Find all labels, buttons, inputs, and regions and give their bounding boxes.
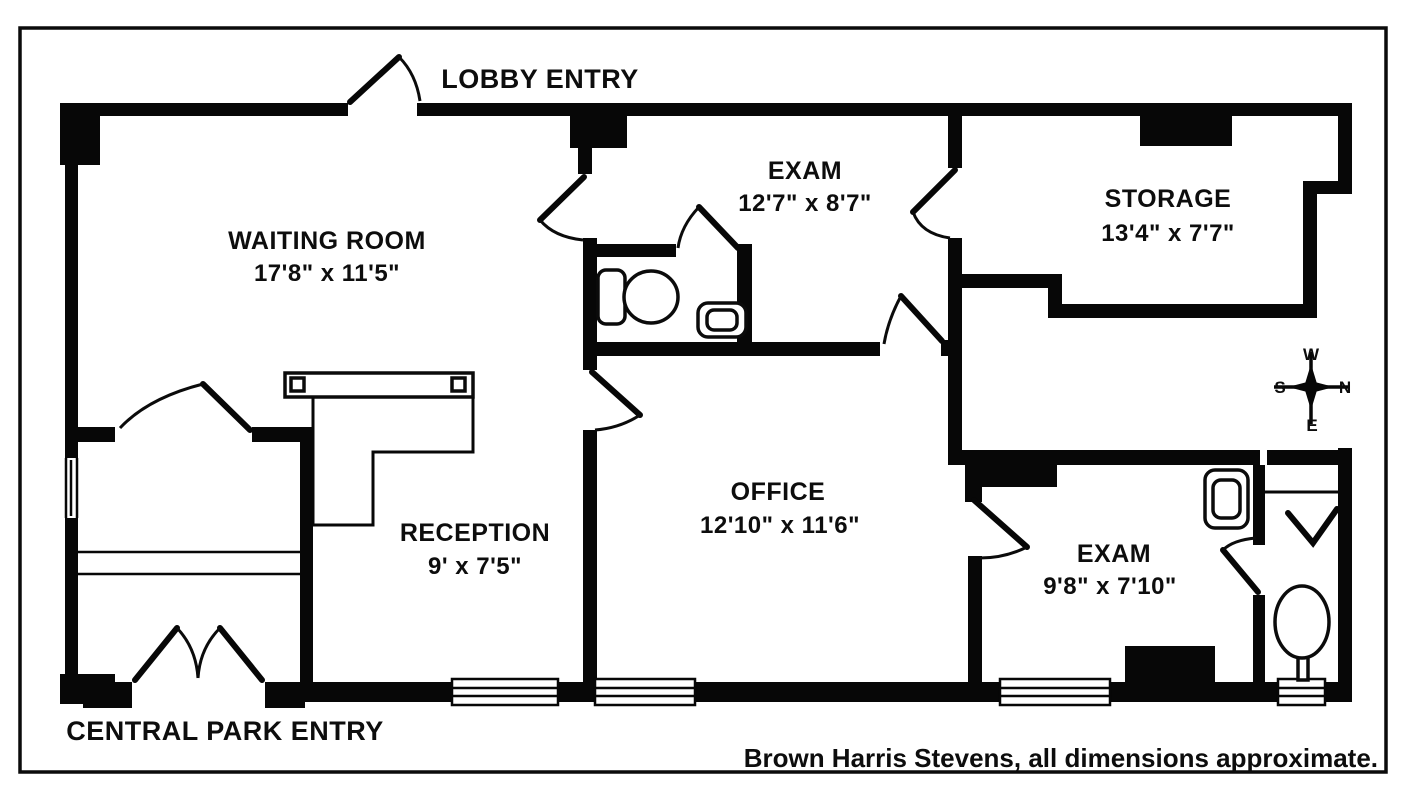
window: [998, 677, 1112, 707]
door-arc: [882, 293, 945, 345]
compass-n: N: [1339, 378, 1351, 397]
window: [64, 458, 79, 518]
reception-desk: [283, 371, 475, 527]
window: [1276, 677, 1327, 707]
vanity-sink-icon: [1203, 468, 1250, 530]
sink-icon: [696, 301, 748, 339]
exterior-walls: [60, 103, 1352, 708]
room-name: EXAM: [768, 157, 842, 185]
room-label-exam-top: EXAM 12'7" x 8'7": [738, 157, 872, 217]
window: [450, 677, 560, 707]
labels: LOBBY ENTRY CENTRAL PARK ENTRY WAITING R…: [66, 64, 1378, 773]
door-arc: [537, 174, 587, 242]
compass-rose: W S N E: [1274, 345, 1351, 435]
room-label-exam-bottom: EXAM 9'8" x 7'10": [1043, 540, 1177, 600]
door-arc: [118, 381, 253, 433]
room-label-waiting: WAITING ROOM 17'8" x 11'5": [228, 227, 426, 287]
room-dims: 17'8" x 11'5": [254, 260, 400, 287]
windows: [64, 458, 1327, 707]
plan-border: [18, 26, 1388, 774]
room-name: RECEPTION: [400, 519, 550, 547]
toilet-icon: [596, 268, 680, 326]
room-dims: 12'7" x 8'7": [738, 190, 872, 217]
lobby-door-arc: [347, 54, 422, 105]
room-name: STORAGE: [1105, 185, 1232, 213]
lobby-entry-label: LOBBY ENTRY: [441, 64, 639, 94]
room-dims: 9'8" x 7'10": [1043, 573, 1177, 600]
room-name: OFFICE: [731, 478, 826, 506]
hook-symbol: [1285, 506, 1340, 548]
door-arc: [1220, 536, 1261, 595]
compass-w: W: [1303, 345, 1320, 364]
interior-walls: [70, 115, 1352, 684]
room-label-storage: STORAGE 13'4" x 7'7": [1101, 185, 1235, 247]
door-arc: [589, 369, 643, 432]
room-dims: 12'10" x 11'6": [700, 512, 860, 539]
door-arc: [676, 204, 741, 251]
room-name: WAITING ROOM: [228, 227, 426, 255]
fixtures: [78, 268, 1340, 682]
pedestal-sink-icon: [1273, 584, 1331, 682]
room-name: EXAM: [1077, 540, 1151, 568]
room-dims: 13'4" x 7'7": [1101, 220, 1235, 247]
central-park-doors: [132, 625, 265, 683]
doors: [118, 54, 1261, 683]
compass-s: S: [1274, 378, 1285, 397]
room-label-office: OFFICE 12'10" x 11'6": [700, 478, 860, 539]
closet-shelf-lines: [78, 550, 300, 576]
door-arc: [910, 167, 958, 240]
compass-e: E: [1306, 416, 1317, 435]
radiator: [1125, 646, 1215, 684]
room-label-reception: RECEPTION 9' x 7'5": [400, 519, 550, 580]
footer-attribution: Brown Harris Stevens, all dimensions app…: [744, 743, 1378, 773]
door-arc: [971, 497, 1030, 560]
central-park-entry-label: CENTRAL PARK ENTRY: [66, 716, 384, 746]
window: [593, 677, 697, 707]
room-dims: 9' x 7'5": [428, 553, 522, 580]
